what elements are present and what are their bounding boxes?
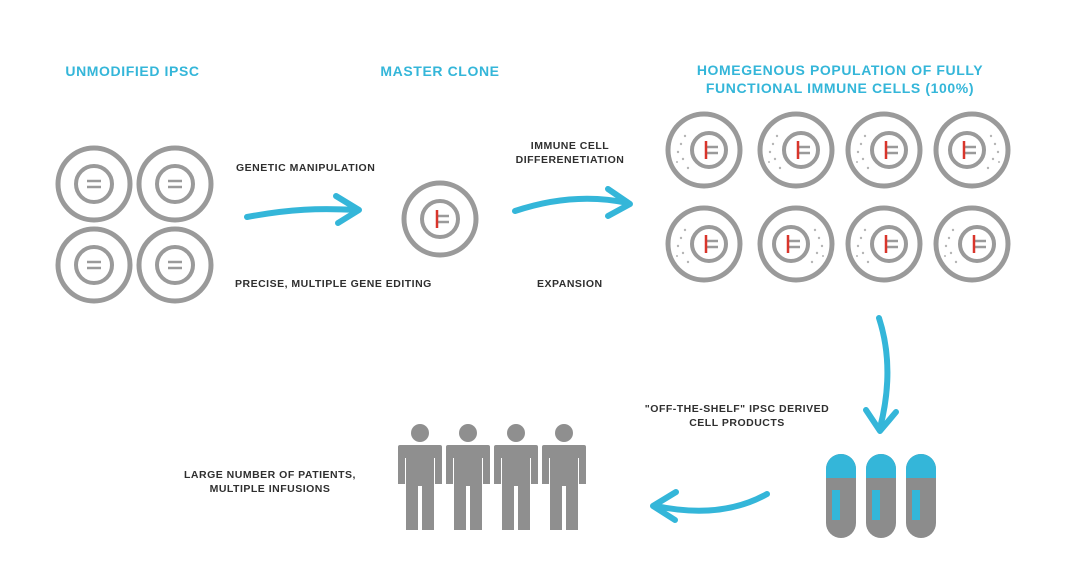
heading-master-clone: MASTER CLONE <box>380 63 500 79</box>
label-immune-differentiation: IMMUNE CELL DIFFERENETIATION <box>505 139 635 167</box>
ipsc-cell <box>58 229 130 301</box>
arrow-genetic-manipulation <box>244 193 362 226</box>
person-icon <box>494 424 538 530</box>
arrow-to-products <box>863 315 899 434</box>
person-icon <box>446 424 490 530</box>
immune-cell <box>760 208 832 280</box>
label-patients: LARGE NUMBER OF PATIENTS, MULTIPLE INFUS… <box>170 468 370 496</box>
label-cell-products-line2: CELL PRODUCTS <box>689 417 785 429</box>
label-immune-differentiation-line2: DIFFERENETIATION <box>515 154 625 166</box>
unmodified-ipsc-cells <box>58 148 211 301</box>
heading-unmodified-ipsc: UNMODIFIED IPSC <box>65 63 200 79</box>
arrow-differentiation <box>512 186 633 219</box>
master-clone-cell <box>404 183 476 255</box>
heading-immune-population-line2: FUNCTIONAL IMMUNE CELLS (100%) <box>705 80 975 96</box>
label-patients-line2: MULTIPLE INFUSIONS <box>209 483 331 495</box>
person-icon <box>398 424 442 530</box>
vial-icon <box>906 454 936 538</box>
cell-product-vials <box>826 454 936 538</box>
label-cell-products-line1: "OFF-THE-SHELF" IPSC DERIVED <box>644 403 830 415</box>
immune-cell <box>936 114 1008 186</box>
arrow-to-patients <box>650 489 770 523</box>
ipsc-cell <box>139 148 211 220</box>
immune-cell <box>936 208 1008 280</box>
label-immune-differentiation-line1: IMMUNE CELL <box>530 140 610 152</box>
ipsc-cell <box>58 148 130 220</box>
person-icon <box>542 424 586 530</box>
ipsc-cell <box>139 229 211 301</box>
label-expansion: EXPANSION <box>537 278 603 290</box>
immune-cell <box>848 208 920 280</box>
immune-cell-population <box>668 114 1008 280</box>
label-patients-line1: LARGE NUMBER OF PATIENTS, <box>184 469 356 481</box>
heading-immune-population: HOMEGENOUS POPULATION OF FULLY FUNCTIONA… <box>660 61 1020 97</box>
vial-icon <box>826 454 856 538</box>
immune-cell <box>668 208 740 280</box>
immune-cell <box>848 114 920 186</box>
patients-group <box>398 424 586 530</box>
immune-cell <box>668 114 740 186</box>
immune-cell <box>760 114 832 186</box>
label-gene-editing: PRECISE, MULTIPLE GENE EDITING <box>235 278 432 290</box>
label-cell-products: "OFF-THE-SHELF" IPSC DERIVED CELL PRODUC… <box>622 402 852 430</box>
heading-immune-population-line1: HOMEGENOUS POPULATION OF FULLY <box>696 62 984 78</box>
label-genetic-manipulation: GENETIC MANIPULATION <box>236 162 376 174</box>
vial-icon <box>866 454 896 538</box>
